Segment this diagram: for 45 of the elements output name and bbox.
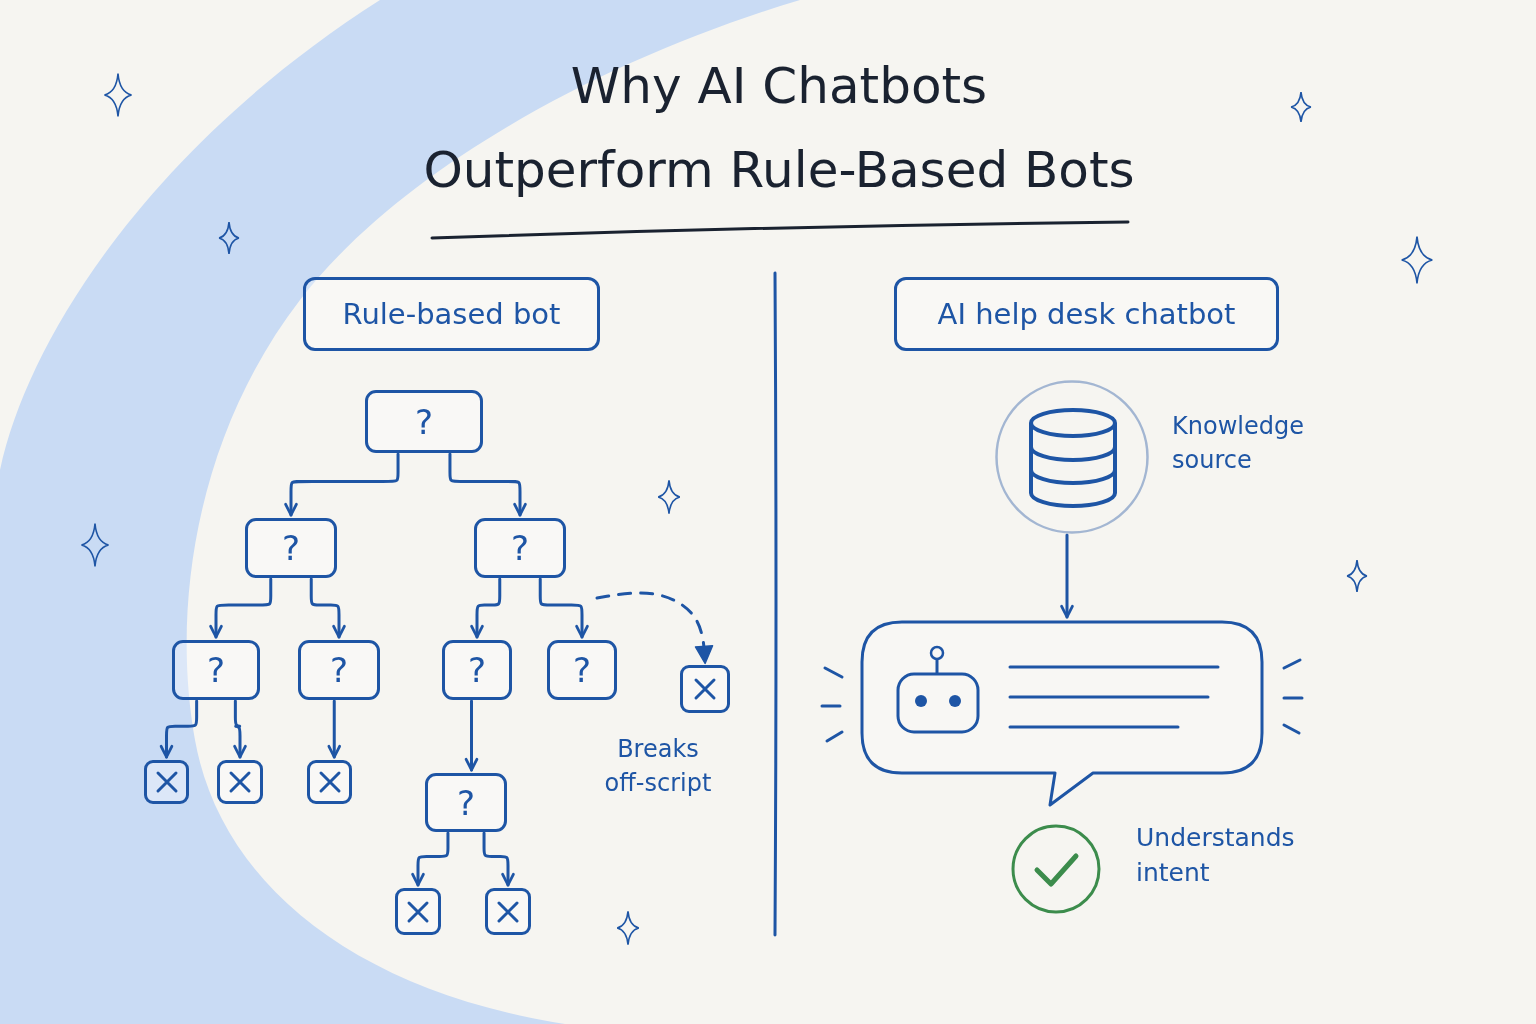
arrow: [233, 699, 247, 759]
question-mark: ?: [456, 785, 475, 820]
arrow: [464, 699, 479, 772]
arrow: [482, 831, 515, 887]
dead-end-box: [485, 888, 531, 935]
source-circle: [995, 380, 1149, 534]
decision-box: [172, 640, 260, 700]
dead-end-box: [144, 760, 189, 804]
section-heading: AI help desk chatbot: [937, 296, 1236, 332]
decision-box: [245, 518, 337, 578]
title: Why AI Chatbots Outperform Rule-Based Bots: [423, 56, 1135, 201]
question-mark: ?: [329, 653, 348, 687]
dashed-arrow: [595, 591, 714, 665]
decision-box: [442, 640, 512, 700]
section-heading: Rule-based bot: [342, 296, 561, 332]
arrow: [327, 699, 341, 759]
caption-text: Understands intent: [1136, 822, 1296, 889]
speech-bubble: [860, 620, 1264, 808]
question-mark: ?: [572, 653, 591, 687]
decision-box: [298, 640, 380, 700]
heading-panel: [894, 277, 1279, 351]
node-caption: Breaks off-script: [603, 734, 713, 799]
arrow: [209, 577, 273, 639]
node-caption: Knowledge source: [1172, 411, 1305, 476]
arrow: [448, 452, 527, 517]
arrow: [411, 831, 450, 887]
arrow: [538, 577, 589, 639]
dead-end-box: [307, 760, 352, 804]
question-mark: ?: [281, 531, 300, 565]
heading-panel: [303, 277, 600, 351]
decision-box: [547, 640, 617, 700]
dead-end-box: [680, 665, 730, 713]
dead-end-box: [395, 888, 441, 935]
question-mark: ?: [206, 653, 225, 687]
dead-end-box: [217, 760, 263, 804]
arrow: [1060, 533, 1074, 619]
decision-box: [425, 773, 507, 832]
arrow: [309, 577, 346, 639]
question-mark: ?: [510, 531, 529, 565]
question-mark: ?: [414, 404, 433, 439]
arrow: [470, 577, 502, 639]
decision-box: [474, 518, 566, 578]
question-mark: ?: [467, 653, 486, 687]
decision-box: [365, 390, 483, 453]
arrow: [284, 452, 400, 517]
